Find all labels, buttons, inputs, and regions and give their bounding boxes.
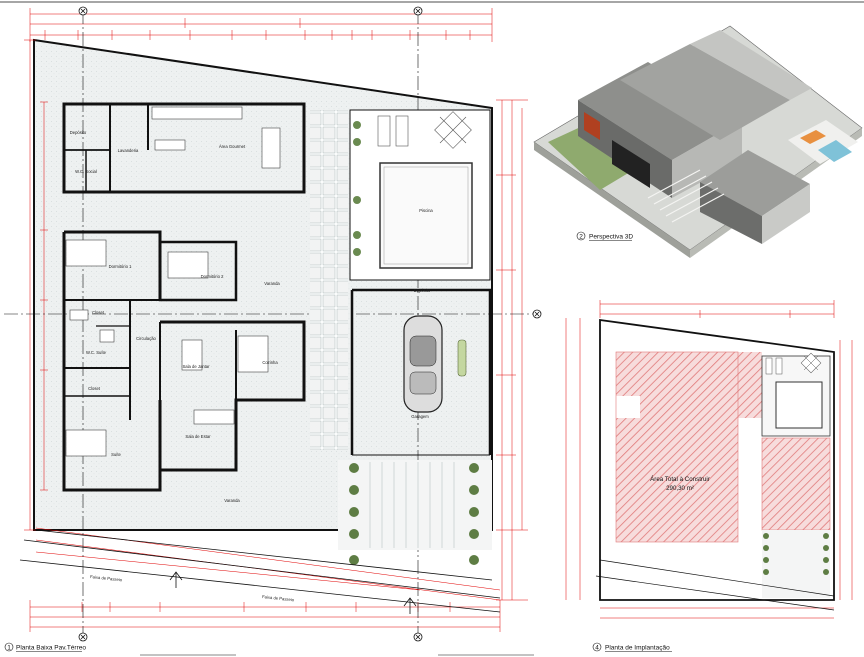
perspective-3d: 2 Perspectiva 3D xyxy=(533,25,863,258)
car-icon xyxy=(403,315,443,413)
sunbed-2 xyxy=(395,115,409,147)
perspective-caption: 2 Perspectiva 3D xyxy=(576,231,633,241)
room-label-circulacao: Circulação xyxy=(136,336,156,341)
top-dimension-chains xyxy=(29,8,493,42)
entry-arrow-icon xyxy=(169,571,417,614)
room-label-varanda-frontal: Varanda xyxy=(224,498,240,503)
motorbike-icon xyxy=(457,339,467,377)
room-label-area-gourmet: Área Gourmet xyxy=(219,144,246,149)
parasol-icon xyxy=(434,111,472,149)
room-label-wc-social: W.C. Social xyxy=(75,169,97,174)
room-label-sala-estar: Sala de Estar xyxy=(185,434,211,439)
street-label-2: Faixa de Passeio xyxy=(262,594,295,602)
room-label-deposito: Depósito xyxy=(70,130,87,135)
sidewalk xyxy=(19,529,501,613)
axis-markers xyxy=(78,6,542,642)
paver-walkway xyxy=(310,110,348,450)
bottom-dimension-chains xyxy=(29,527,501,632)
floor-plan-title: Planta Baixa Pav.Térreo xyxy=(16,645,86,652)
area-value: 290,30 m² xyxy=(666,485,694,492)
area-label: Área Total à Construir xyxy=(650,476,710,483)
room-label-closet-1: Closet xyxy=(92,310,105,315)
room-label-deposito-2: Depósito xyxy=(414,288,431,293)
floor-plan-number: 1 xyxy=(7,645,11,652)
room-label-piscina: Piscina xyxy=(419,208,433,213)
left-dimension-chains xyxy=(24,39,48,531)
floor-plan-caption: 1 Planta Baixa Pav.Térreo xyxy=(4,642,86,652)
pool xyxy=(379,162,473,269)
room-label-dormitorio-2: Dormitório 2 xyxy=(201,274,224,279)
room-label-sala-jantar: Sala de Jantar xyxy=(182,364,210,369)
room-labels: Depósito Lavanderia Área Gourmet W.C. So… xyxy=(70,130,434,503)
site-plan-title: Planta de Implantação xyxy=(605,645,670,652)
room-label-wc-suite: W.C. Suíte xyxy=(86,350,107,355)
furniture xyxy=(65,106,281,457)
room-label-closet-2: Closet xyxy=(88,386,101,391)
site-plan-caption: 4 Planta de Implantação xyxy=(592,642,672,652)
site-plan: Área Total à Construir 290,30 m² 4 Plant… xyxy=(565,300,853,652)
house-walls xyxy=(62,102,492,492)
room-label-suite: Suíte xyxy=(111,452,121,457)
front-garden xyxy=(338,460,492,565)
room-label-dormitorio-1: Dormitório 1 xyxy=(109,264,132,269)
floor-plan: Depósito Lavanderia Área Gourmet W.C. So… xyxy=(4,6,542,652)
room-label-varanda: Varanda xyxy=(264,281,280,286)
room-label-lavanderia: Lavanderia xyxy=(118,148,139,153)
right-dimension-chains xyxy=(496,99,528,601)
room-label-cozinha: Cozinha xyxy=(262,360,278,365)
street-label-1: Faixa de Passeio xyxy=(90,574,123,582)
site-plan-number: 4 xyxy=(595,645,599,652)
sunbed-1 xyxy=(377,115,391,147)
planters-pool xyxy=(353,121,361,256)
perspective-title: Perspectiva 3D xyxy=(589,234,633,241)
perspective-number: 2 xyxy=(579,234,583,241)
building-footprint xyxy=(615,351,831,543)
room-label-garagem: Garagem xyxy=(411,414,429,419)
